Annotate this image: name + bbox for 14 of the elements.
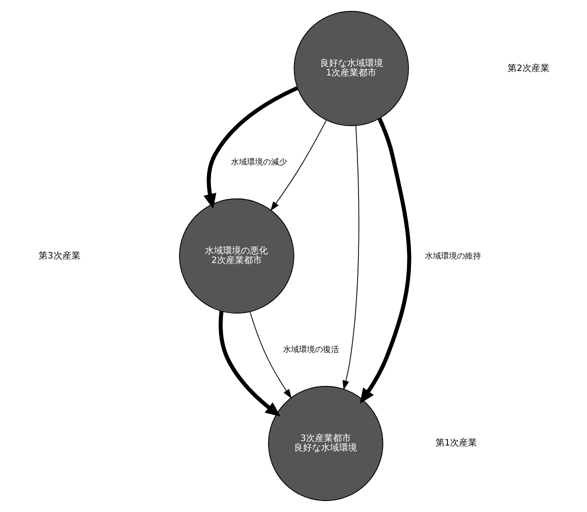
arrow: [249, 311, 292, 399]
label: 第3次産業: [38, 251, 80, 262]
node-circle: 水域環境の悪化 2次産業都市: [178, 198, 294, 314]
node-circle: 良好な水域環境 1次産業都市: [293, 10, 408, 126]
arrow: [342, 125, 359, 390]
arrow: [359, 118, 411, 404]
edge-label: 水域環境の減少: [230, 158, 287, 167]
edge-label: 水域環境の維持: [424, 251, 481, 260]
label: 第2次産業: [507, 64, 549, 74]
label: 第1次産業: [435, 438, 477, 449]
edge-label: 水域環境の復活: [282, 345, 339, 354]
arrow: [270, 120, 326, 212]
arrow: [202, 86, 298, 209]
arrow: [218, 311, 280, 417]
